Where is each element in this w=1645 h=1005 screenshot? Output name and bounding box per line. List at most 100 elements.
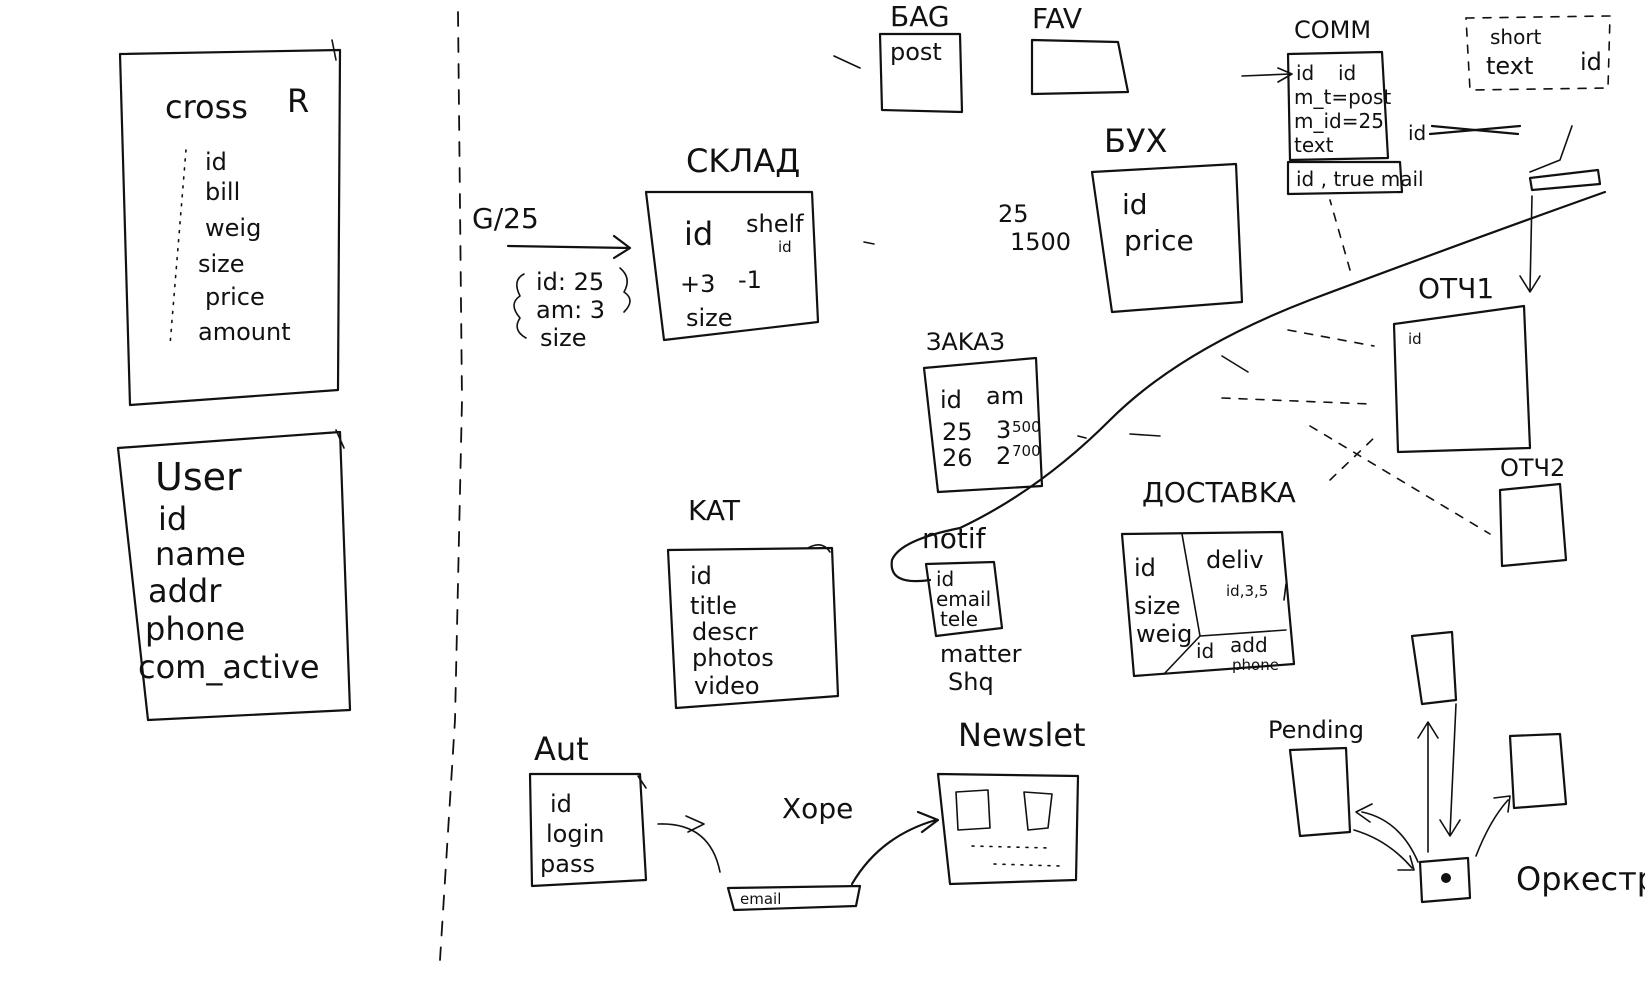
comm-side-box	[1528, 168, 1602, 192]
pending-title: Pending	[1268, 716, 1364, 744]
rel-line-4	[1329, 435, 1377, 481]
buh-title: БУХ	[1104, 122, 1167, 160]
short-link	[1529, 125, 1573, 173]
zakaz-tail	[1077, 433, 1161, 439]
user-field-1: id	[158, 500, 187, 538]
kat-field-3: descr	[692, 618, 758, 646]
zakaz-r1-c3: 500	[1012, 418, 1041, 436]
aut-field-2: login	[546, 820, 604, 848]
entity-orchestrator: Оркестр	[1353, 630, 1645, 904]
dostavka-left-3: weig	[1136, 620, 1192, 648]
kat-field-4: photos	[692, 644, 774, 672]
otch1-box	[1392, 304, 1532, 454]
kat-box	[666, 546, 840, 710]
cart-note-line-1: id: 25	[536, 268, 604, 296]
dostavka-left-2: size	[1134, 592, 1181, 620]
cross-title: cross	[165, 88, 248, 126]
zakaz-r2-c3: 700	[1012, 442, 1041, 460]
dostavka-divider-h	[1199, 629, 1287, 637]
buh-box	[1090, 162, 1244, 314]
zakaz-r2-c2: 2	[996, 442, 1011, 470]
newslet-card-1	[955, 789, 991, 831]
cart-note-line-2: am: 3	[536, 296, 605, 324]
fav-box	[1030, 38, 1130, 96]
short-box	[1465, 15, 1611, 91]
aut-box	[528, 772, 648, 888]
buh-field-2: price	[1124, 224, 1194, 257]
fav-title: FAV	[1032, 2, 1082, 35]
otch2-title: ОТЧ2	[1500, 454, 1565, 482]
entity-zakaz: ЗAKAЗ id am 25 3 500 26 2 700	[922, 328, 1161, 494]
cklad-field-6: size	[686, 304, 733, 332]
orch-to-pending-arrow	[1355, 803, 1419, 863]
dostavka-bottom-2: add	[1230, 633, 1268, 657]
user-box	[116, 430, 352, 722]
orchestrator-title: Оркестр	[1516, 860, 1645, 898]
cross-field-1: id	[205, 148, 227, 176]
comm-scribble	[1428, 124, 1522, 136]
bag-tail	[833, 55, 861, 69]
orchestrator-right-box	[1508, 732, 1568, 810]
cklad-field-3: id	[778, 238, 792, 256]
newslet-dots	[971, 845, 1061, 867]
cklad-tail	[863, 241, 875, 245]
cross-box	[118, 48, 342, 407]
email-to-newslet-arrow	[850, 810, 940, 886]
zakaz-r1-c1: 25	[942, 418, 973, 446]
otch1-field-1: id	[1408, 330, 1422, 348]
otch1-title: ОТЧ1	[1418, 272, 1494, 305]
aut-title: Aut	[534, 730, 589, 768]
buh-side-1: 25	[998, 200, 1029, 228]
pending-to-orch-arrow	[1353, 829, 1415, 871]
zakaz-r2-c1: 26	[942, 444, 973, 472]
entity-otch2: ОТЧ2	[1498, 454, 1568, 568]
entity-user: User id name addr phone com_active	[116, 429, 352, 722]
dostavka-box	[1120, 530, 1296, 678]
newslet-box	[936, 772, 1080, 886]
cklad-field-4: +3	[680, 270, 715, 298]
cart-note: G/25 id: 25 am: 3 size	[472, 202, 632, 352]
cart-note-arrow	[506, 234, 632, 260]
rel-tick-1	[1221, 355, 1249, 373]
user-field-3: addr	[148, 572, 222, 610]
orchestrator-dot	[1441, 873, 1451, 883]
entity-cklad: CKЛAД id shelf id +3 -1 size	[644, 142, 875, 342]
hope-label: Хоре	[782, 792, 853, 825]
dostavka-title: ДOCTABKA	[1142, 476, 1296, 509]
buh-side-2: 1500	[1010, 228, 1071, 256]
aut-field-1: id	[550, 790, 572, 818]
email-label: email	[740, 890, 781, 908]
rel-line-2	[1287, 329, 1375, 347]
cross-field-guide	[169, 149, 187, 346]
entity-short: short text id	[1465, 15, 1611, 173]
dostavka-bottom-1: id	[1196, 639, 1214, 663]
notif-field-2: email	[936, 587, 991, 611]
short-field-2: id	[1580, 48, 1602, 76]
comm-footer-box	[1286, 160, 1404, 196]
pending-box	[1288, 746, 1352, 838]
entity-newslet: Newslet	[850, 716, 1086, 886]
cart-note-brace-right	[619, 267, 631, 313]
entity-cross: cross R id bill weig size price amount	[118, 39, 342, 407]
zakaz-head-2: am	[986, 382, 1024, 410]
cart-note-brace-left	[513, 273, 527, 339]
orchestrator-box	[1418, 856, 1472, 904]
user-title: User	[155, 455, 242, 499]
comm-field-5: text	[1294, 133, 1334, 157]
cart-note-line-3: size	[540, 324, 587, 352]
dostavka-right-title: deliv	[1206, 546, 1264, 574]
aut-corner-tick	[637, 775, 647, 789]
entity-notif: notif id email tele matter Shq	[922, 522, 1022, 696]
comm-side-label: id	[1408, 121, 1426, 145]
dostavka-bottom-3: phone	[1232, 656, 1279, 674]
entity-comm: COMM id id m_t=post m_id=25 text id , tr…	[1241, 16, 1602, 196]
comm-field-2: id	[1338, 61, 1356, 85]
otch2-box	[1498, 482, 1568, 568]
section-divider	[439, 11, 463, 961]
upper-to-orch-arrow	[1439, 703, 1461, 837]
comm-field-3: m_t=post	[1294, 85, 1391, 109]
notif-field-1: id	[936, 567, 954, 591]
kat-field-1: id	[690, 562, 712, 590]
cross-corner-tick	[331, 39, 337, 61]
